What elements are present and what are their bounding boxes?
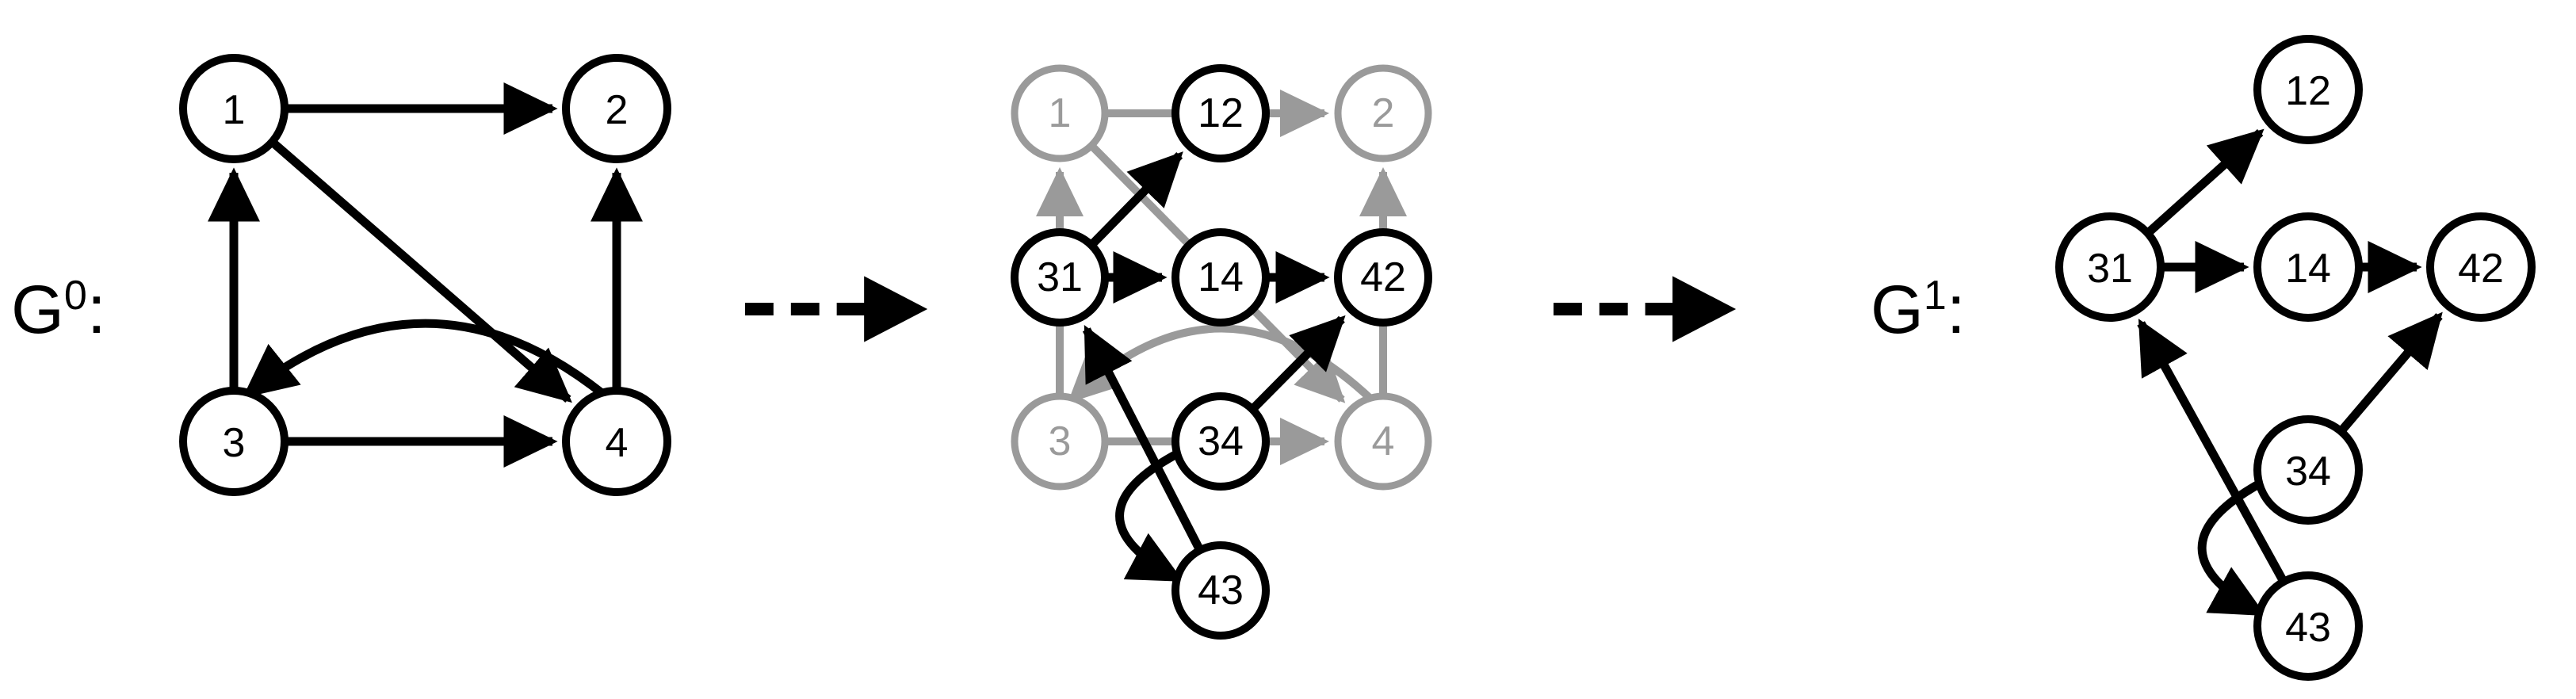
node-label: 31 (2087, 246, 2133, 292)
node-circle (1011, 228, 1109, 327)
node-label: 42 (1360, 254, 1406, 300)
graph-node[interactable]: 34 (2253, 415, 2363, 525)
g1-superscript: 1 (1924, 273, 1947, 319)
graph-node[interactable]: 34 (1171, 392, 1270, 491)
graph-node[interactable]: 43 (2253, 571, 2363, 681)
node-circle (1171, 64, 1270, 162)
node-label: 3 (223, 420, 246, 466)
graph-node[interactable]: 42 (1334, 228, 1432, 327)
node-circle (562, 387, 671, 496)
graph-node[interactable]: 3 (179, 387, 289, 496)
node-circle (2253, 35, 2363, 144)
node-label: 14 (2285, 246, 2331, 292)
g0-colon: : (87, 272, 106, 348)
panel-labels-layer: G0: G1: (11, 272, 1966, 348)
panel-label-g0: G0: (11, 272, 106, 348)
node-circle (2253, 415, 2363, 525)
node-label: 2 (606, 87, 629, 133)
node-circle (2426, 212, 2536, 322)
g0-base: G (11, 272, 64, 348)
graph-node[interactable]: 4 (1334, 392, 1432, 491)
edges-layer (208, 82, 2443, 617)
graph-edge (2197, 479, 2266, 617)
g0-superscript: 0 (64, 273, 87, 319)
node-label: 12 (1198, 90, 1244, 136)
graph-node[interactable]: 12 (1171, 64, 1270, 162)
graph-edge (242, 319, 607, 399)
graph-node[interactable]: 14 (2253, 212, 2363, 322)
node-label: 2 (1372, 90, 1395, 136)
node-circle (1334, 64, 1432, 162)
graph-node[interactable]: 43 (1171, 541, 1270, 640)
node-label: 31 (1037, 254, 1083, 300)
node-circle (179, 54, 289, 163)
node-label: 34 (2285, 449, 2331, 495)
graph-edge (2337, 311, 2443, 434)
graph-node[interactable]: 2 (562, 54, 671, 163)
graph-edge (1249, 315, 1346, 413)
graph-node[interactable]: 1 (179, 54, 289, 163)
graph-edge (1082, 324, 1204, 552)
node-label: 42 (2458, 246, 2504, 292)
node-circle (179, 387, 289, 496)
graph-edge (2144, 128, 2265, 237)
graph-node[interactable]: 31 (1011, 228, 1109, 327)
graph-node[interactable]: 4 (562, 387, 671, 496)
node-label: 1 (223, 87, 246, 133)
graph-edge (269, 138, 572, 403)
node-label: 14 (1198, 254, 1244, 300)
node-circle (1011, 392, 1109, 491)
node-label: 1 (1049, 90, 1072, 136)
g1-base: G (1871, 272, 1924, 348)
graph-node[interactable]: 31 (2055, 212, 2165, 322)
graph-node[interactable]: 2 (1334, 64, 1432, 162)
graph-node[interactable]: 14 (1171, 228, 1270, 327)
node-circle (1334, 392, 1432, 491)
node-circle (1171, 228, 1270, 327)
node-circle (1334, 228, 1432, 327)
node-circle (2253, 571, 2363, 681)
graph-edge (1115, 449, 1184, 583)
node-circle (1171, 541, 1270, 640)
graph-node[interactable]: 3 (1011, 392, 1109, 491)
g1-colon: : (1947, 272, 1966, 348)
panel-label-g1: G1: (1871, 272, 1966, 348)
node-label: 4 (606, 420, 629, 466)
node-circle (2055, 212, 2165, 322)
node-circle (1011, 64, 1109, 162)
node-label: 43 (2285, 605, 2331, 651)
node-label: 4 (1372, 418, 1395, 464)
graph-node[interactable]: 42 (2426, 212, 2536, 322)
graph-node[interactable]: 12 (2253, 35, 2363, 144)
node-label: 3 (1049, 418, 1072, 464)
node-label: 34 (1198, 418, 1244, 464)
graph-node[interactable]: 1 (1011, 64, 1109, 162)
node-circle (2253, 212, 2363, 322)
node-label: 43 (1198, 567, 1244, 613)
node-circle (562, 54, 671, 163)
node-circle (1171, 392, 1270, 491)
graph-edge (1087, 151, 1183, 249)
node-label: 12 (2285, 68, 2331, 114)
graph-edge (2137, 319, 2287, 584)
